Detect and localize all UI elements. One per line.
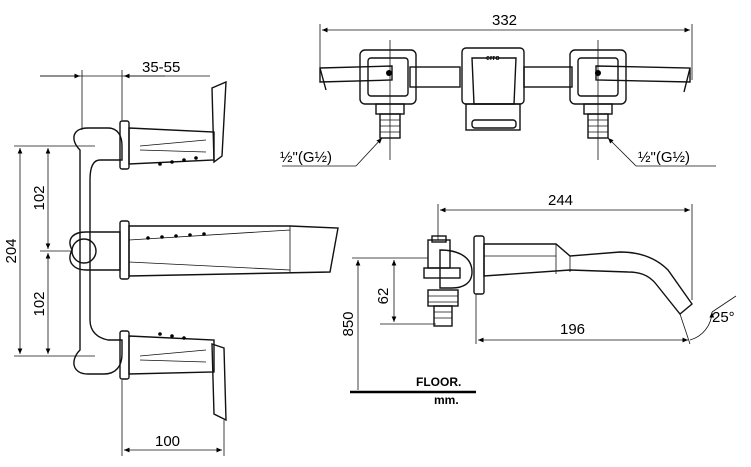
thread-label-left: ½"(G½) (280, 149, 332, 166)
dim-width-top: 332 (492, 12, 517, 29)
top-view: 332 erro ½"(G½) ½"(G½ (280, 12, 716, 167)
spout-side-view: 244 62 196 25° 850 F (340, 192, 737, 407)
dim-floor-height: 850 (340, 311, 357, 336)
dim-depth-bottom: 100 (155, 433, 180, 450)
dim-handle-projection: 35-55 (142, 59, 180, 76)
dim-spacing-upper: 102 (31, 185, 48, 210)
dim-spout-reach: 244 (548, 192, 573, 209)
unit-label: mm. (434, 393, 459, 407)
dim-spacing-lower: 102 (31, 291, 48, 316)
svg-text:erro: erro (486, 55, 500, 62)
dim-angle: 25° (712, 309, 735, 326)
side-view: 35-55 204 102 102 100 (3, 59, 339, 456)
thread-label-right: ½"(G½) (638, 149, 690, 166)
dim-inlet-offset: 62 (375, 288, 392, 305)
floor-label: FLOOR. (416, 375, 461, 389)
dim-spout-body: 196 (560, 321, 585, 338)
dim-spacing-total: 204 (3, 238, 20, 263)
